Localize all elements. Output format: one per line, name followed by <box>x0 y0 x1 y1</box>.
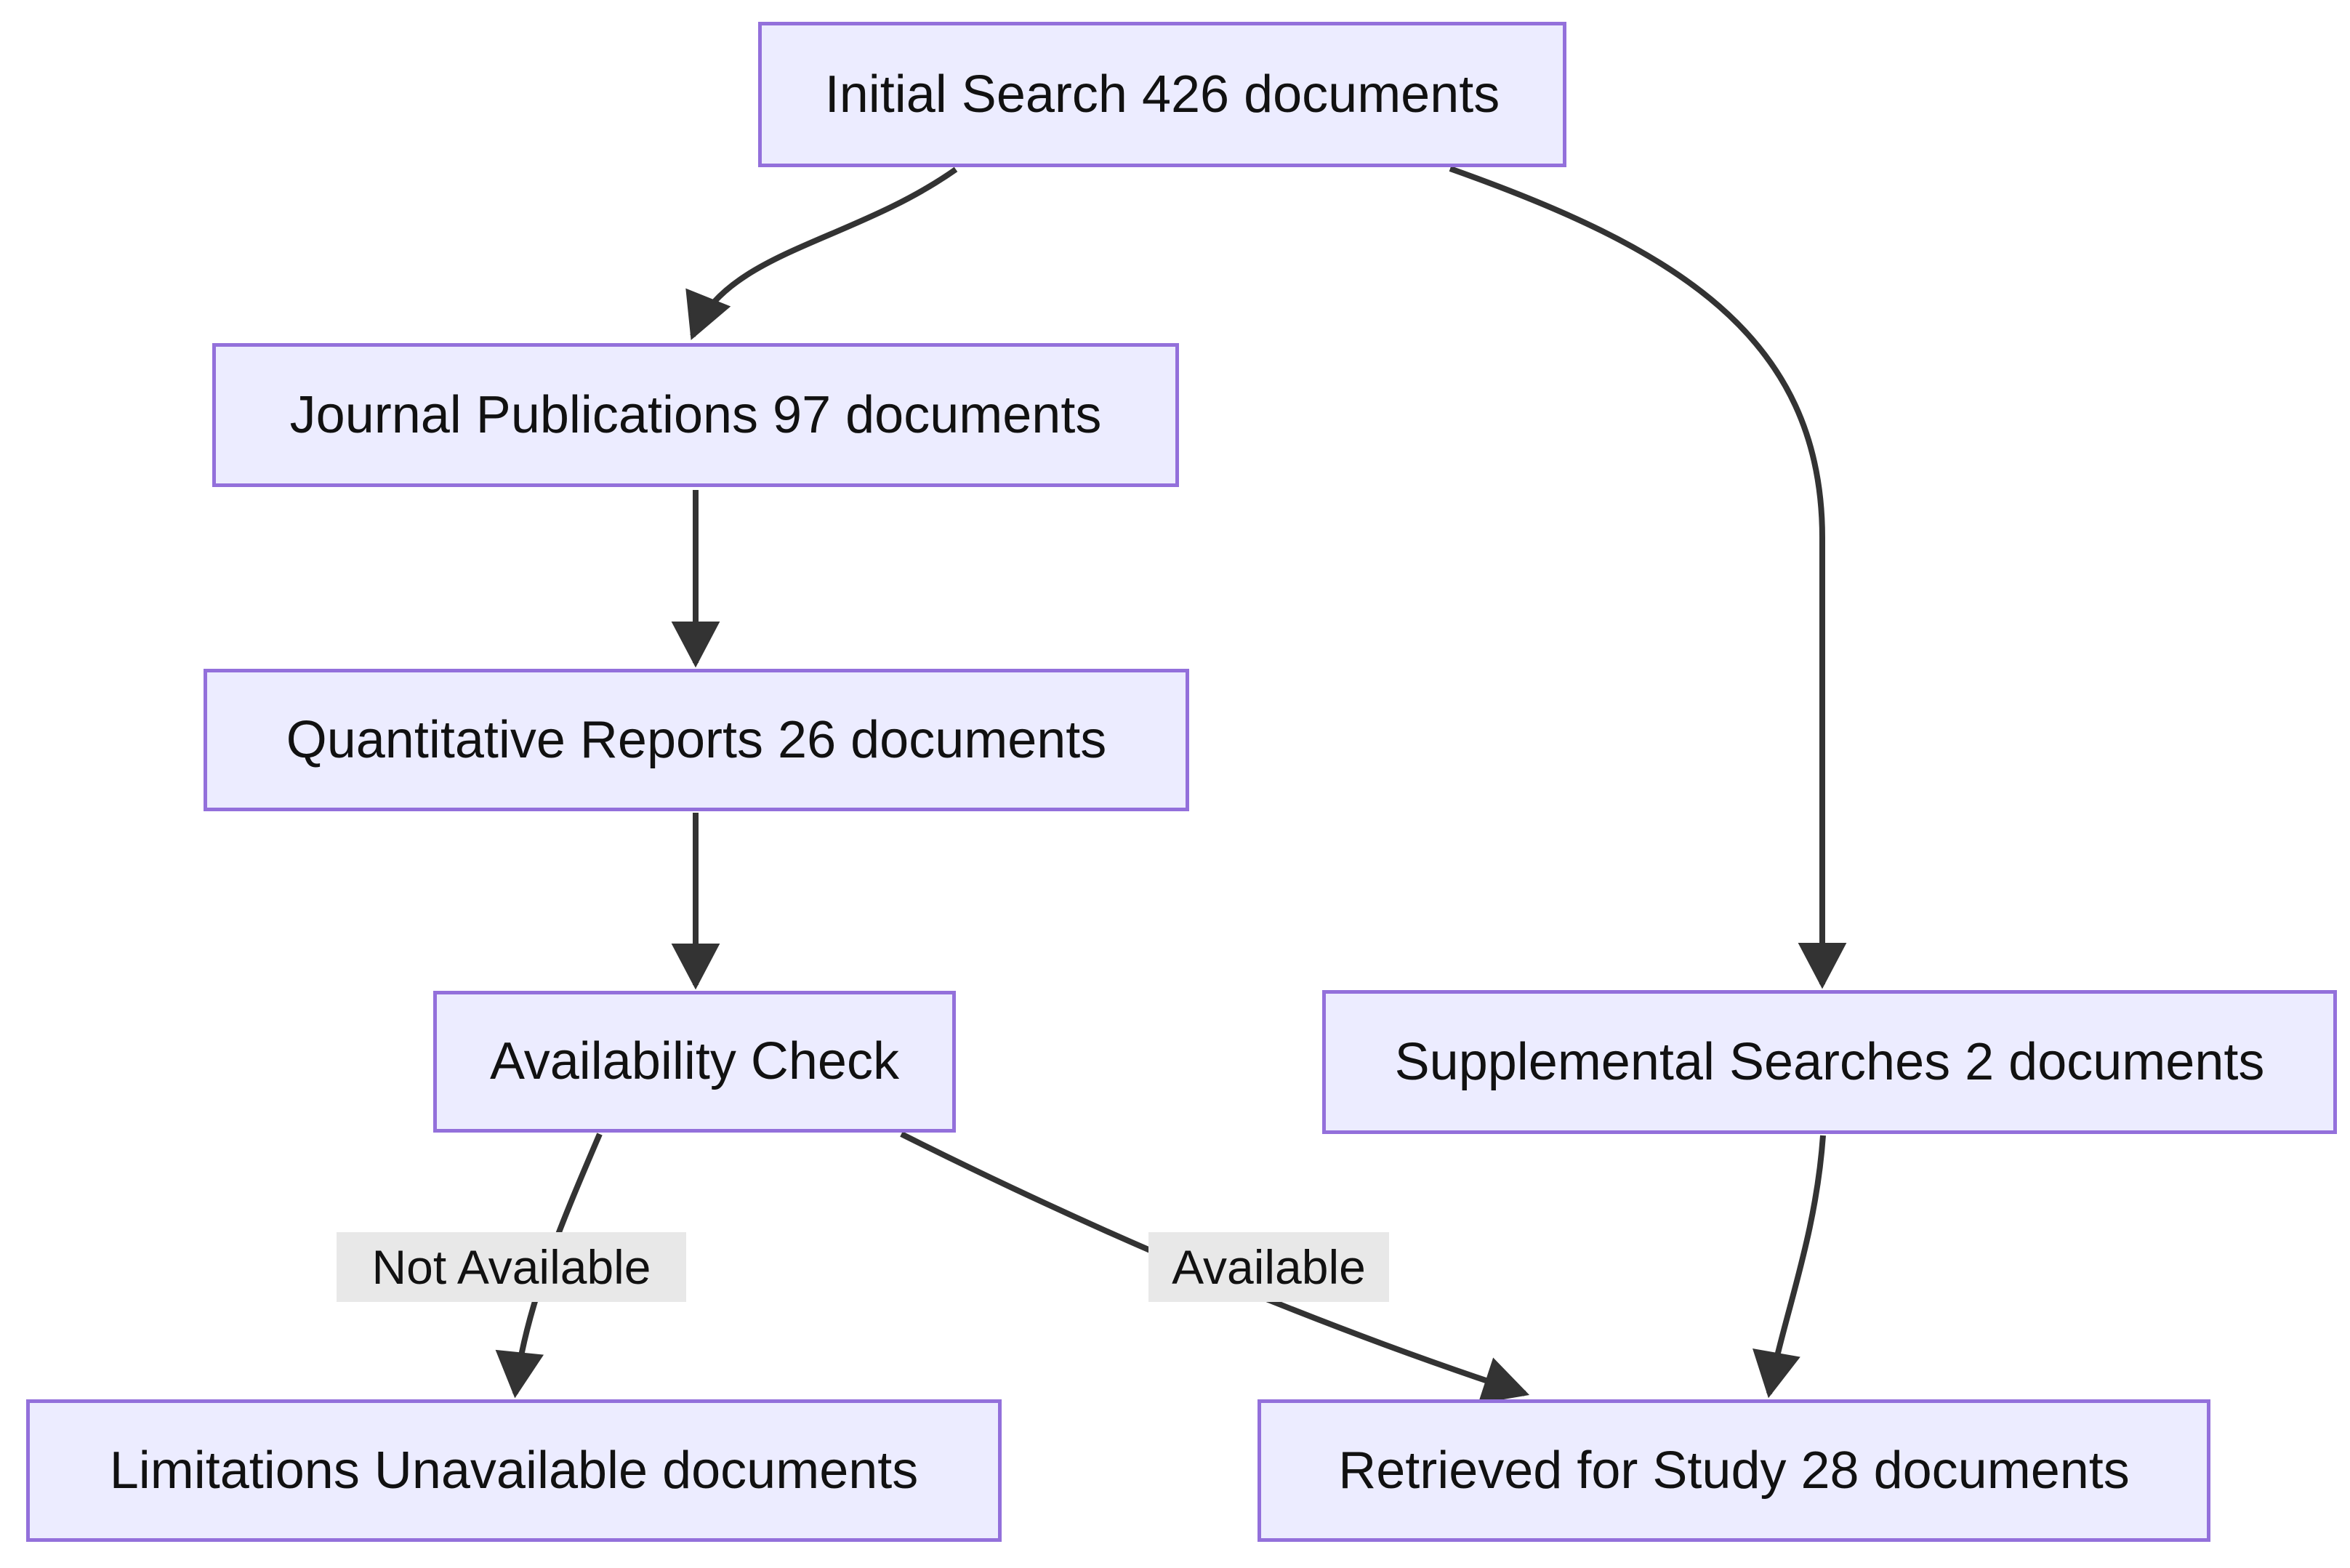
edge-label-not-available: Not Available <box>337 1232 686 1302</box>
edge-initial-to-journal <box>685 166 958 340</box>
node-availability-check: Availability Check <box>433 991 956 1133</box>
node-limitations-unavailable: Limitations Unavailable documents <box>26 1399 1002 1542</box>
node-initial-search: Initial Search 426 documents <box>758 22 1566 167</box>
node-supplemental-searches: Supplemental Searches 2 documents <box>1322 990 2337 1134</box>
edge-supplemental-to-retrieved <box>1753 1135 1826 1399</box>
edge-initial-to-supplemental <box>1449 166 1847 989</box>
node-retrieved-for-study: Retrieved for Study 28 documents <box>1258 1399 2210 1542</box>
node-quantitative-reports: Quantitative Reports 26 documents <box>204 669 1189 811</box>
edge-label-available: Available <box>1148 1232 1389 1302</box>
node-journal-publications: Journal Publications 97 documents <box>212 343 1179 487</box>
